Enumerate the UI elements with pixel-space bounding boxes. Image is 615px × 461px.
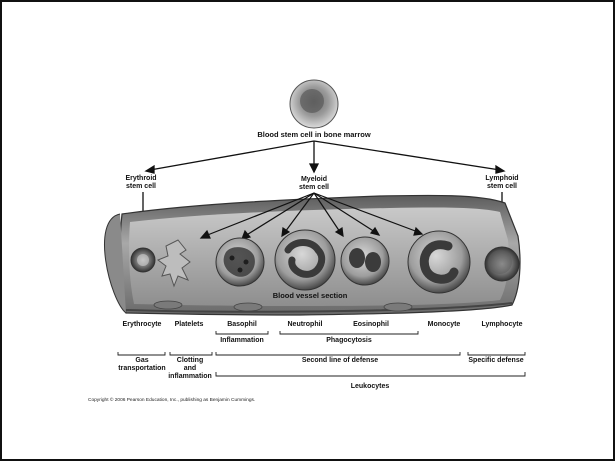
label-clotting-3: inflammation [168,373,212,380]
lineage-arrows [146,141,504,173]
label-lymphocyte: Lymphocyte [482,321,523,328]
eosinophil-cell [341,237,389,285]
lymphoid-label-2: stem cell [487,183,517,190]
basophil-cell [216,238,264,286]
label-basophil: Basophil [227,321,257,328]
blood-stem-cell [290,80,338,128]
label-eosinophil: Eosinophil [353,321,389,328]
erythroid-label-2: stem cell [126,183,156,190]
erythroid-label-1: Erythroid [125,175,156,182]
monocyte-cell [408,231,470,293]
label-phagocytosis: Phagocytosis [326,337,372,344]
label-erythrocyte: Erythrocyte [123,321,162,328]
label-gas-1: Gas [135,357,148,364]
label-gas-2: transportation [118,365,165,372]
label-monocyte: Monocyte [428,321,461,328]
neutrophil-cell [275,230,335,290]
label-second-line: Second line of defense [302,357,378,364]
role-brackets [216,331,418,334]
label-clotting-1: Clotting [177,357,203,364]
erythrocyte-cell [131,248,155,272]
label-platelets: Platelets [175,321,204,328]
copyright-text: Copyright © 2006 Pearson Education, Inc.… [88,396,255,403]
vessel-label: Blood vessel section [273,291,348,300]
stem-cell-label: Blood stem cell in bone marrow [257,130,371,139]
label-specific-defense: Specific defense [468,357,523,364]
label-leukocytes: Leukocytes [351,383,390,390]
myeloid-label-2: stem cell [299,184,329,191]
lymphoid-label-1: Lymphoid [485,175,518,182]
label-neutrophil: Neutrophil [288,321,323,328]
label-clotting-2: and [184,365,196,372]
myeloid-label-1: Myeloid [301,176,327,183]
label-inflammation: Inflammation [220,337,264,344]
lymphocyte-cell [485,247,519,281]
